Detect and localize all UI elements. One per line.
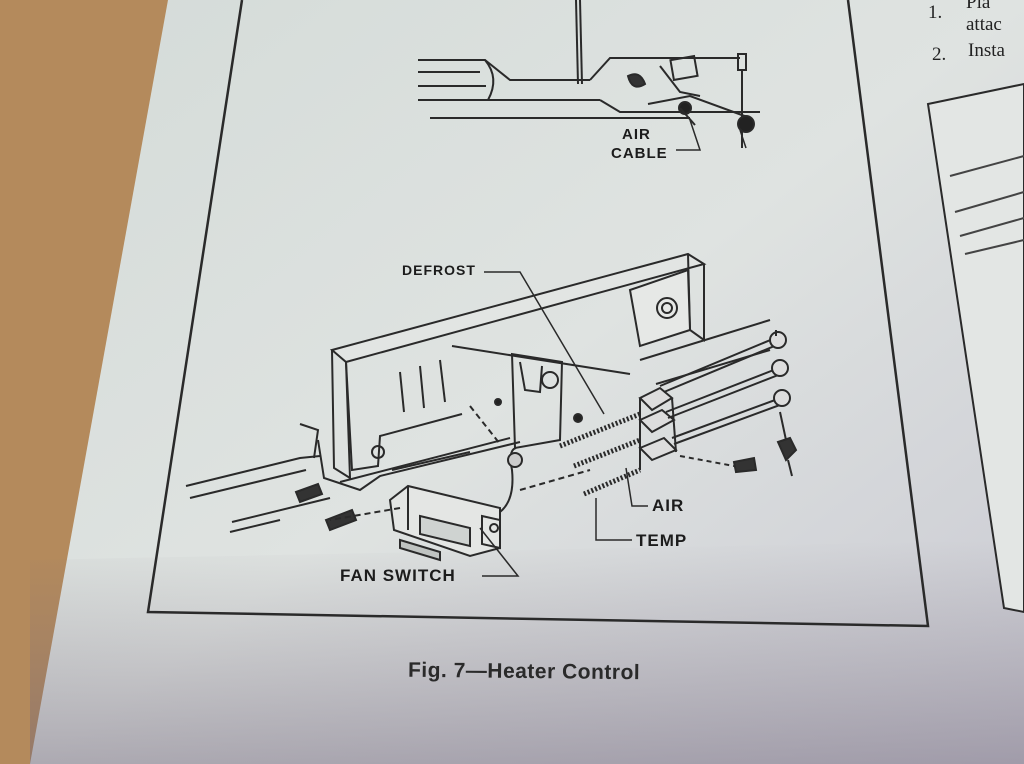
defrost-label: DEFROST [402, 262, 476, 278]
figure-caption: Fig. 7—Heater Control [407, 658, 641, 685]
air-cable-label-line2: CABLE [611, 145, 668, 162]
air-cable-detail [418, 0, 760, 151]
heater-control-drawing [185, 252, 798, 577]
step-2-text: Insta [968, 40, 1005, 61]
air-label: AIR [652, 496, 685, 515]
step-2-number: 2. [932, 44, 947, 65]
figure-frame [146, 0, 930, 628]
step-1-continuation: attac [966, 14, 1002, 35]
adjacent-figure-frame [926, 82, 1024, 614]
air-cable-label-line1: AIR [622, 126, 651, 143]
step-1-number: 1. [928, 2, 943, 23]
fan-switch-label: FAN SWITCH [340, 566, 456, 585]
step-1-text: Pla [966, 0, 991, 13]
temp-label: TEMP [636, 531, 688, 550]
